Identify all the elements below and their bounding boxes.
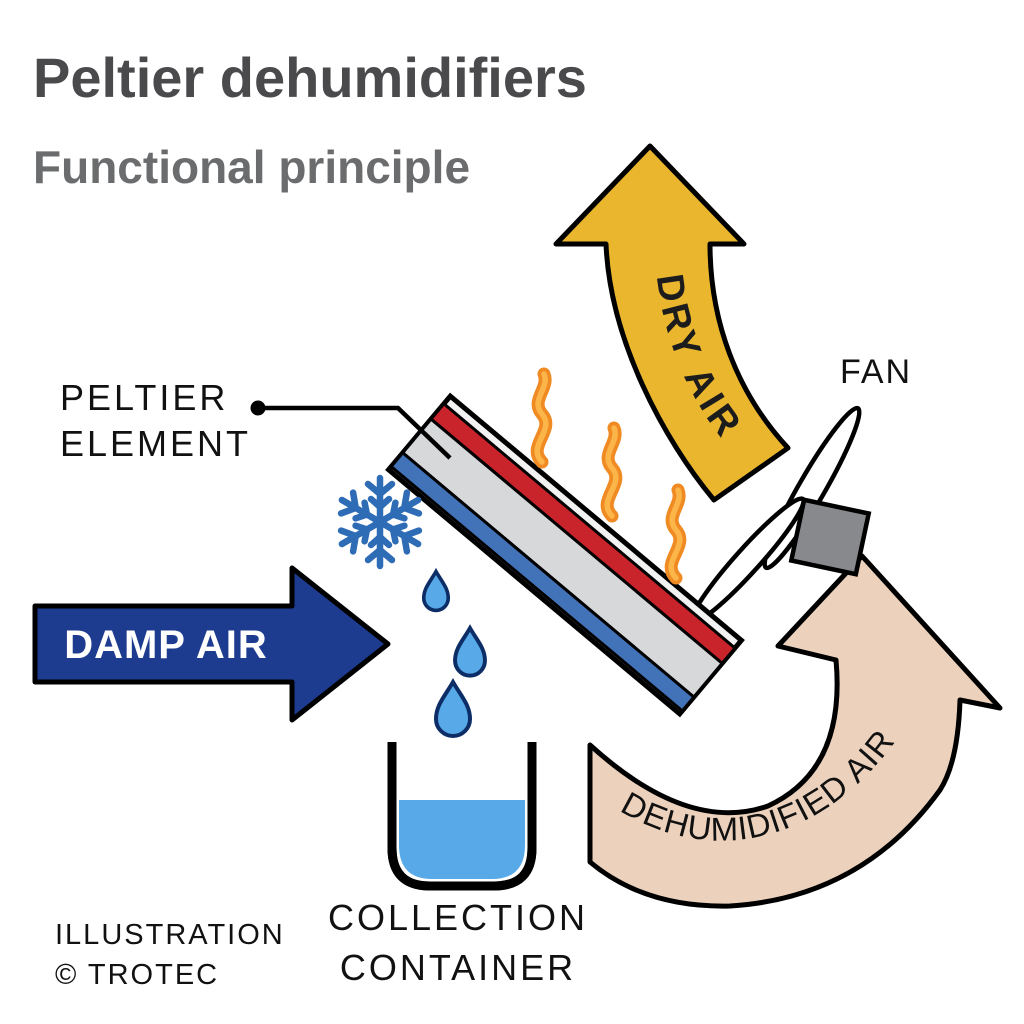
dry-air-arrow (553, 143, 791, 503)
water-drop-icon (434, 680, 472, 738)
peltier-element (385, 392, 745, 718)
damp-air-label: DAMP AIR (64, 623, 268, 667)
label-pointer-line (250, 400, 452, 460)
flame-icon (537, 374, 546, 462)
dehumidified-air-arrow (587, 553, 1003, 909)
flame-icon (671, 490, 680, 578)
page-subtitle: Functional principle (33, 141, 470, 193)
fan-label: FAN (840, 353, 912, 391)
collection-container-label-line2: CONTAINER (340, 947, 576, 988)
fan-hub (788, 497, 872, 577)
peltier-cold-side (389, 450, 696, 713)
container-water (399, 800, 525, 879)
damp-air-arrow (32, 565, 391, 723)
peltier-element-label-line1: PELTIER (60, 377, 228, 418)
credit-line2: © TROTEC (55, 959, 219, 991)
water-drop-icon (453, 626, 487, 678)
water-drops (421, 569, 487, 738)
collection-container-label-line1: COLLECTION (328, 897, 588, 938)
container-wall-overlay (387, 742, 537, 891)
peltier-element-label-line2: ELEMENT (60, 423, 251, 464)
page-title: Peltier dehumidifiers (33, 46, 587, 109)
flame-icon (607, 428, 616, 516)
collection-container (387, 742, 537, 891)
credit-line1: ILLUSTRATION (55, 919, 285, 951)
water-drop-icon (421, 569, 451, 613)
